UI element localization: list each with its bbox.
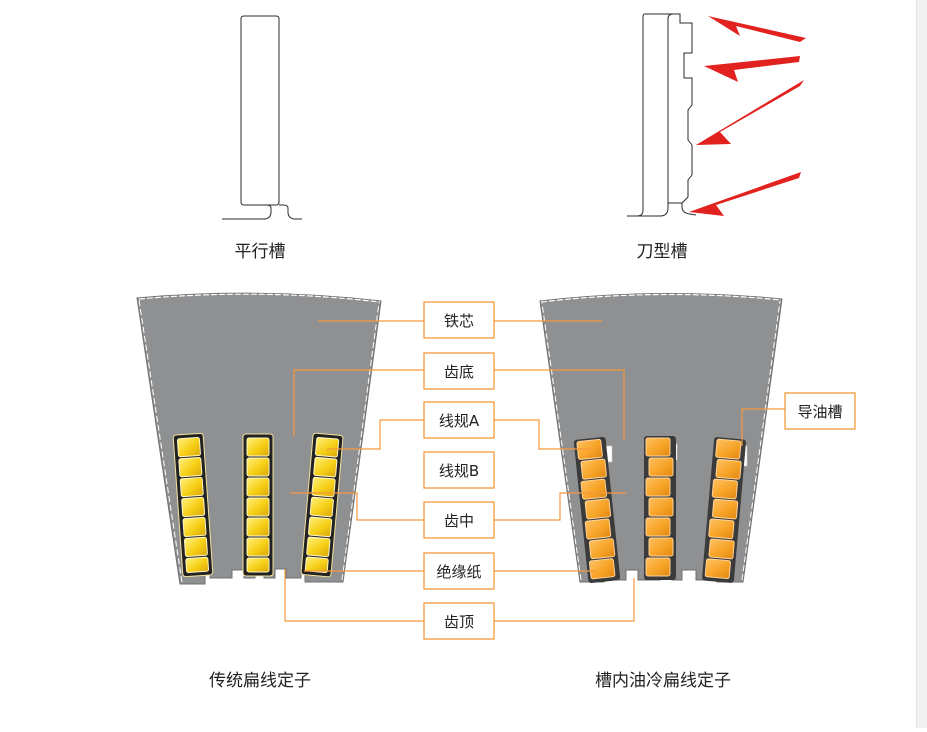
svg-text:齿顶: 齿顶 <box>444 613 474 631</box>
svg-text:绝缘纸: 绝缘纸 <box>436 563 481 581</box>
label-tooth-tip: 齿顶 <box>423 602 495 640</box>
traditional-stator-caption: 传统扁线定子 <box>209 671 311 691</box>
svg-text:线规A: 线规A <box>439 412 480 430</box>
parallel-slot-outline <box>222 15 302 220</box>
traditional-stator <box>136 292 382 585</box>
label-oil-groove: 导油槽 <box>784 392 856 430</box>
label-gauge-a: 线规A <box>423 401 495 439</box>
leader-lines <box>284 320 785 622</box>
label-boxes: 铁芯 齿底 线规A 线规B 齿中 绝缘纸 齿顶 导油槽 <box>423 301 856 640</box>
parallel-slot-caption: 平行槽 <box>235 242 286 262</box>
svg-text:齿中: 齿中 <box>444 512 474 530</box>
svg-text:齿底: 齿底 <box>444 363 474 381</box>
red-arrow-icon <box>708 16 806 42</box>
label-gauge-b: 线规B <box>423 451 495 489</box>
red-arrow-icons <box>689 16 806 216</box>
label-core: 铁芯 <box>423 301 495 339</box>
svg-text:铁芯: 铁芯 <box>444 312 474 330</box>
oil-cooled-stator-caption: 槽内油冷扁线定子 <box>595 671 731 691</box>
svg-text:线规B: 线规B <box>439 462 479 480</box>
knife-slot-caption: 刀型槽 <box>637 242 688 262</box>
label-tooth-middle: 齿中 <box>423 501 495 539</box>
knife-slot-outline <box>627 13 697 217</box>
svg-text:导油槽: 导油槽 <box>797 403 842 421</box>
label-insulation-paper: 绝缘纸 <box>423 552 495 590</box>
red-arrow-icon <box>696 80 804 145</box>
vertical-scrollbar[interactable] <box>916 0 927 728</box>
red-arrow-icon <box>689 172 801 216</box>
oil-cooled-stator <box>539 292 783 583</box>
red-arrow-icon <box>704 56 800 82</box>
label-tooth-root: 齿底 <box>423 352 495 390</box>
